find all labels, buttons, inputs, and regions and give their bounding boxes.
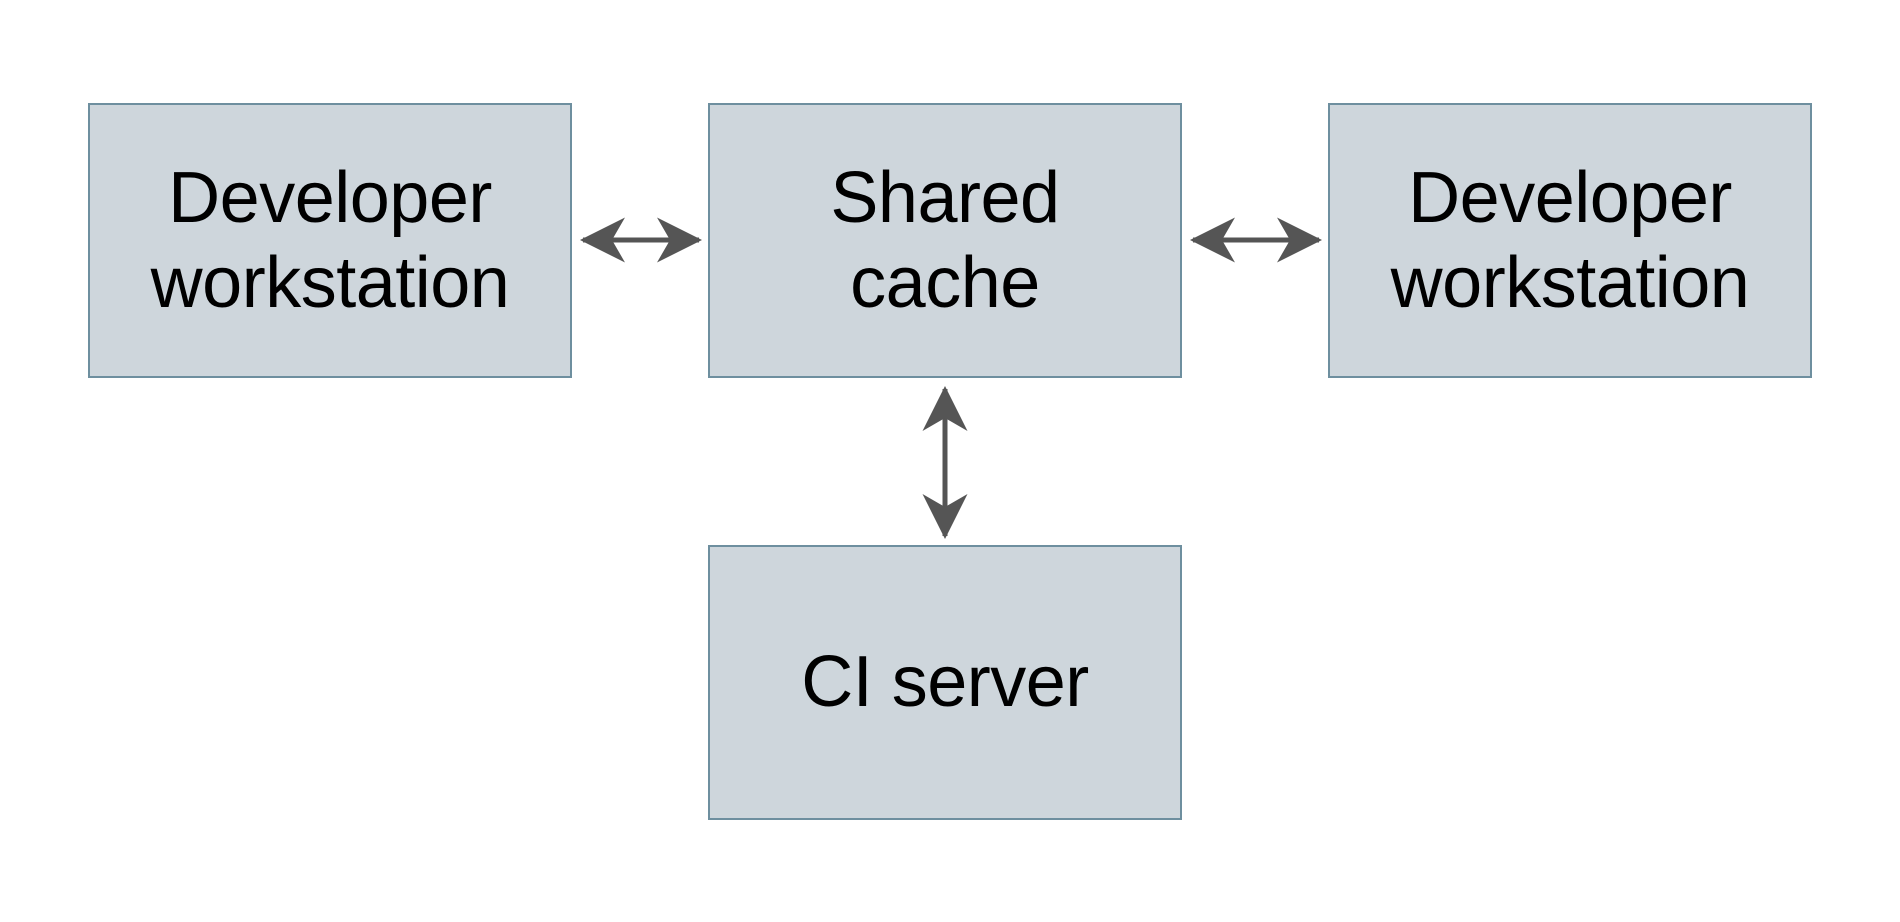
edge-shared-cache-dev-right[interactable] [1176,214,1334,266]
node-shared-cache[interactable]: Shared cache [708,103,1182,378]
edge-shared-cache-ci-server[interactable] [919,372,971,551]
node-label: CI server [801,642,1089,723]
node-label: Shared cache [830,157,1060,323]
node-developer-workstation-left[interactable]: Developer workstation [88,103,572,378]
node-label: Developer workstation [150,157,510,323]
edge-dev-left-shared-cache[interactable] [566,214,714,266]
node-developer-workstation-right[interactable]: Developer workstation [1328,103,1812,378]
node-label: Developer workstation [1390,157,1750,323]
node-ci-server[interactable]: CI server [708,545,1182,820]
